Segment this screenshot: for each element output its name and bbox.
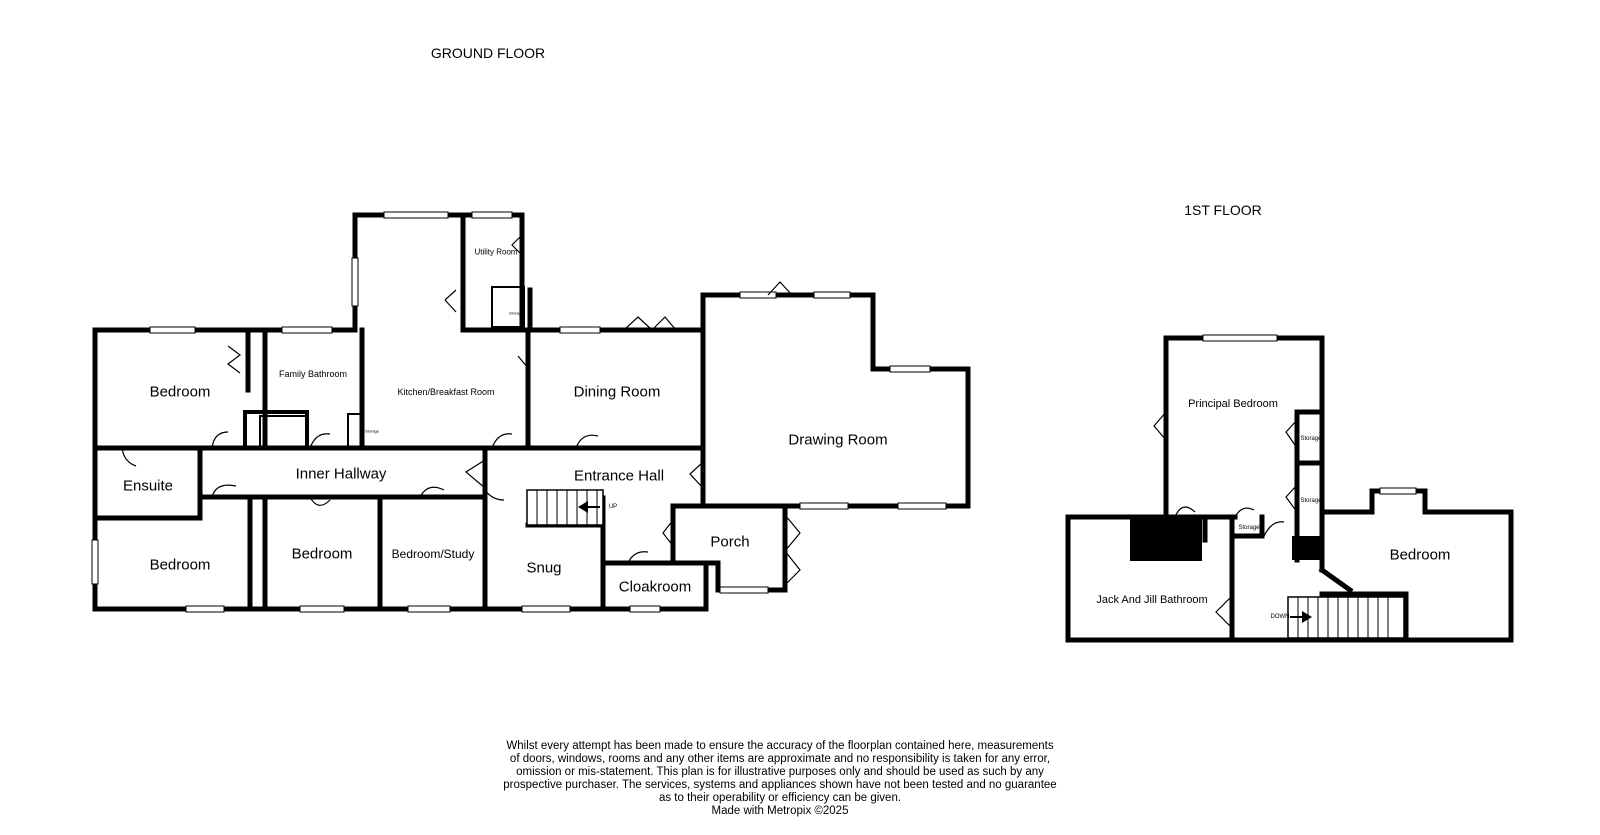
ground-floor-title: GROUND FLOOR: [430, 45, 546, 61]
first-floor-stairs: [1287, 596, 1405, 639]
room-label-bedroom-sw: Bedroom: [149, 556, 211, 574]
room-label-inner-hallway: Inner Hallway: [295, 465, 387, 483]
first-floor-title: 1ST FLOOR: [1184, 202, 1262, 218]
metropix-credit: Made with Metropix ©2025: [711, 805, 849, 817]
room-label-storage-kitchen: Storage: [364, 428, 380, 434]
room-label-family-bathroom: Family Bathroom: [278, 369, 348, 379]
room-label-dining: Dining Room: [573, 383, 661, 401]
room-label-bedroom-nw: Bedroom: [149, 383, 211, 401]
room-label-porch: Porch: [710, 533, 750, 551]
room-label-storage-c: Storage: [1238, 525, 1260, 531]
disclaimer-line: as to their operability or efficiency ca…: [658, 792, 902, 804]
disclaimer-line: prospective purchaser. The services, sys…: [503, 779, 1057, 791]
room-label-storage-a: Storage: [1300, 436, 1322, 442]
ground-floor-stairs: [526, 489, 604, 526]
room-label-storage-utility: Storage: [508, 310, 524, 316]
stairs-down-label: DOWN: [1270, 614, 1290, 620]
room-label-jack-and-jill-bathroom: Jack And Jill Bathroom: [1096, 594, 1208, 606]
ground-floor-walls: [92, 212, 971, 612]
disclaimer-line: of doors, windows, rooms and any other i…: [509, 753, 1051, 765]
disclaimer-line: omission or mis-statement. This plan is …: [516, 766, 1044, 778]
disclaimer: Whilst every attempt has been made to en…: [500, 740, 1060, 818]
room-label-principal-bedroom: Principal Bedroom: [1188, 398, 1278, 410]
room-label-bedroom-mid: Bedroom: [291, 545, 353, 563]
room-label-storage-b: Storage: [1300, 498, 1322, 504]
ground-floor-fixtures: [243, 286, 525, 450]
room-label-bedroom-study: Bedroom/Study: [391, 547, 475, 561]
room-label-kitchen: Kitchen/Breakfast Room: [397, 387, 495, 397]
first-floor-windows: [1202, 334, 1417, 495]
room-label-cloakroom: Cloakroom: [618, 578, 692, 596]
ground-floor-windows: [91, 211, 947, 613]
room-label-entrance-hall: Entrance Hall: [573, 467, 665, 485]
first-floor-fixtures: [1130, 517, 1322, 561]
room-label-ensuite: Ensuite: [122, 477, 174, 495]
room-label-drawing: Drawing Room: [788, 431, 888, 449]
room-label-bedroom-first: Bedroom: [1389, 546, 1451, 564]
room-label-utility: Utility Room: [474, 247, 518, 257]
room-label-snug: Snug: [526, 559, 562, 577]
stairs-up-label: UP: [608, 504, 618, 510]
first-floor-doors: [1153, 411, 1298, 629]
ground-floor-doors: [121, 234, 801, 586]
disclaimer-line: Whilst every attempt has been made to en…: [506, 740, 1054, 752]
